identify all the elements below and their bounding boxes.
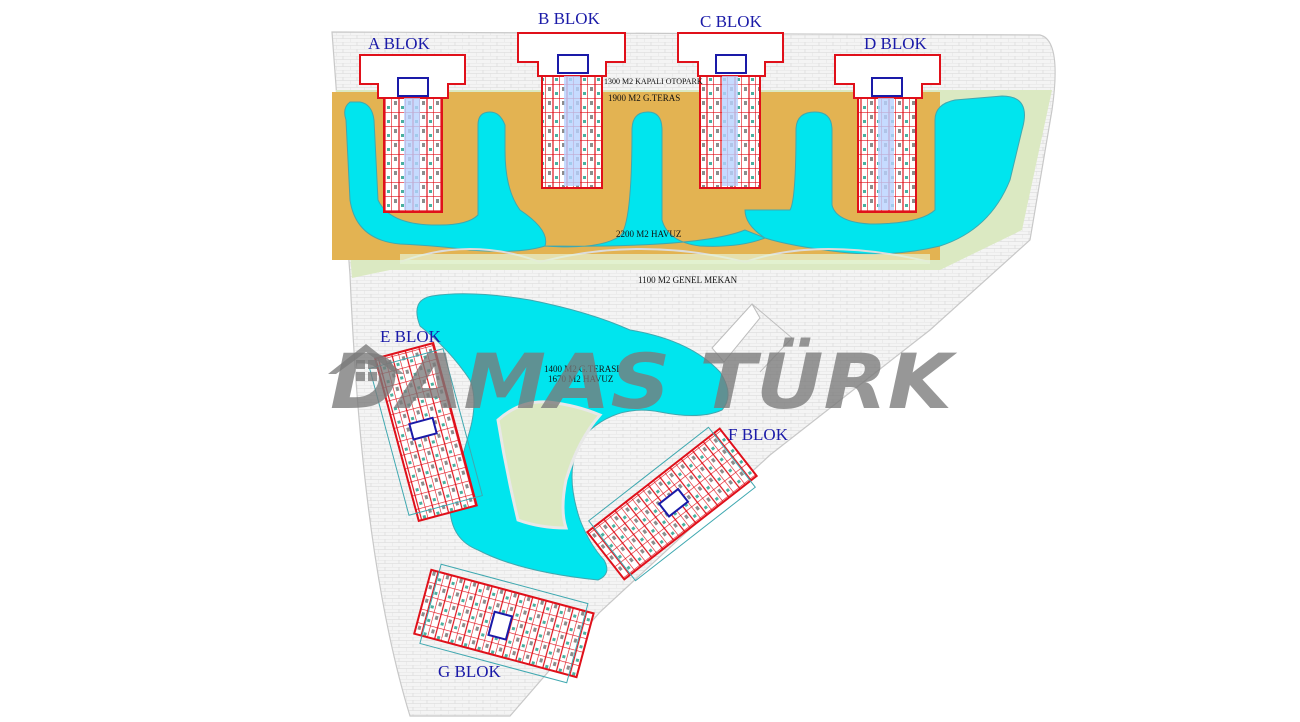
label-block-f: F BLOK — [728, 425, 789, 444]
pool-top-deck — [400, 254, 930, 264]
building-g — [413, 563, 595, 684]
label-block-e: E BLOK — [380, 327, 442, 346]
label-terrace-top: 1900 M2 G.TERAS — [608, 93, 680, 103]
label-block-g: G BLOK — [438, 662, 502, 681]
label-common: 1100 M2 GENEL MEKAN — [638, 275, 738, 285]
building-b — [517, 32, 626, 189]
watermark-text: DAMAS TÜRK — [330, 336, 958, 426]
label-pool-center: 1670 M2 HAVUZ — [548, 374, 613, 384]
building-e — [369, 341, 483, 523]
building-d — [834, 54, 941, 213]
label-parking: 1300 M2 KAPALI OTOPARK — [604, 77, 703, 86]
building-a — [359, 54, 466, 213]
label-terrace-center: 1400 M2 G.TERASI — [544, 364, 619, 374]
access-road — [751, 303, 793, 373]
building-c — [677, 32, 784, 189]
label-block-d: D BLOK — [864, 34, 928, 53]
label-pool-top: 2200 M2 HAVUZ — [616, 229, 681, 239]
label-block-c: C BLOK — [700, 12, 763, 31]
label-block-a: A BLOK — [368, 34, 431, 53]
pool-center-lawn — [496, 400, 603, 530]
label-block-b: B BLOK — [538, 9, 601, 28]
service-yard — [711, 303, 761, 363]
watermark-house-icon — [328, 344, 404, 381]
building-f — [585, 426, 759, 582]
